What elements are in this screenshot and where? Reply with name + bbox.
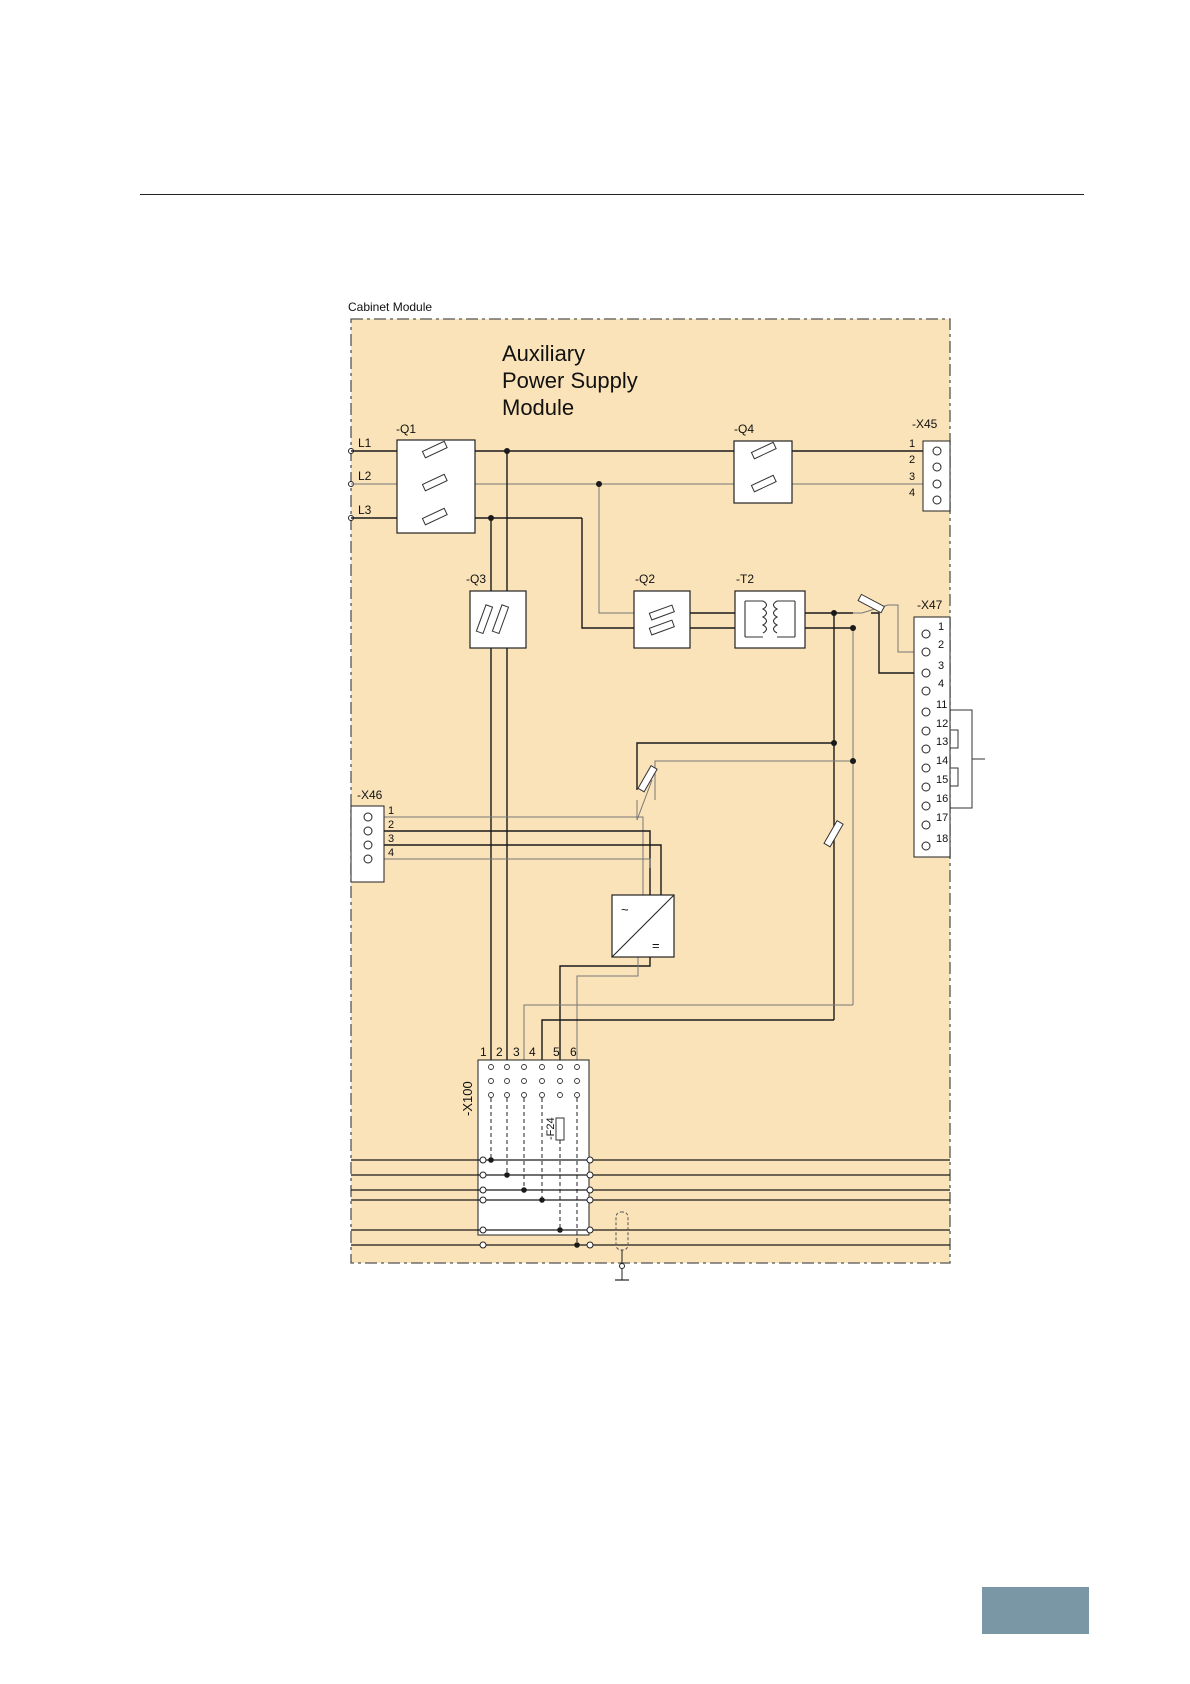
phase-l3-label: L3 [358, 503, 372, 517]
q4-label: -Q4 [734, 422, 754, 436]
x47-terminal-17: 17 [936, 812, 948, 824]
x100-terminal-4: 4 [529, 1045, 536, 1059]
page-corner-tab [982, 1587, 1089, 1634]
x47-label: -X47 [917, 598, 943, 612]
cabinet-module-label: Cabinet Module [348, 300, 432, 314]
title-line-1: Auxiliary [502, 341, 585, 366]
x45-terminal-1: 1 [909, 438, 915, 450]
x47-terminal-3: 3 [938, 660, 944, 672]
x45-terminal-2: 2 [909, 454, 915, 466]
x100-terminal-1: 1 [480, 1045, 487, 1059]
phase-l2-label: L2 [358, 469, 372, 483]
x100-terminal-2: 2 [496, 1045, 503, 1059]
x46-terminal-2: 2 [388, 819, 394, 831]
f24-label: -F24 [545, 1117, 557, 1140]
fuse-f24 [556, 1118, 564, 1140]
x47-terminal-15: 15 [936, 774, 948, 786]
q1-label: -Q1 [396, 422, 416, 436]
terminal-block-x47: 1 2 3 4 11 12 13 14 15 16 17 18 -X47 [914, 598, 985, 857]
x47-terminal-12: 12 [936, 718, 948, 730]
x45-terminal-4: 4 [909, 487, 915, 499]
x46-terminal-1: 1 [388, 805, 394, 817]
ac-dc-converter: ~ = [612, 895, 674, 957]
x47-terminal-2: 2 [938, 639, 944, 651]
x100-terminal-6: 6 [570, 1045, 577, 1059]
x100-label: -X100 [460, 1081, 475, 1116]
terminal-block-x100: 1 2 3 4 5 6 -X100 -F24 [460, 1045, 590, 1245]
x47-terminal-1: 1 [938, 621, 944, 633]
title-line-3: Module [502, 395, 574, 420]
x47-terminal-13: 13 [936, 736, 948, 748]
x46-label: -X46 [357, 788, 383, 802]
x100-terminal-3: 3 [513, 1045, 520, 1059]
t2-label: -T2 [736, 572, 754, 586]
title-line-2: Power Supply [502, 368, 638, 393]
x47-terminal-11: 11 [936, 699, 947, 711]
x47-terminal-14: 14 [936, 755, 948, 767]
x45-label: -X45 [912, 417, 938, 431]
x47-terminal-4: 4 [938, 678, 944, 690]
q3-label: -Q3 [466, 572, 486, 586]
x100-terminal-5: 5 [553, 1045, 560, 1059]
x46-terminal-4: 4 [388, 847, 394, 859]
x47-terminal-16: 16 [936, 793, 948, 805]
converter-dc-symbol: = [652, 938, 660, 953]
converter-ac-symbol: ~ [621, 902, 629, 917]
phase-l1-label: L1 [358, 436, 372, 450]
x46-terminal-3: 3 [388, 833, 394, 845]
q2-label: -Q2 [635, 572, 655, 586]
x47-terminal-18: 18 [936, 833, 948, 845]
x45-terminal-3: 3 [909, 471, 915, 483]
